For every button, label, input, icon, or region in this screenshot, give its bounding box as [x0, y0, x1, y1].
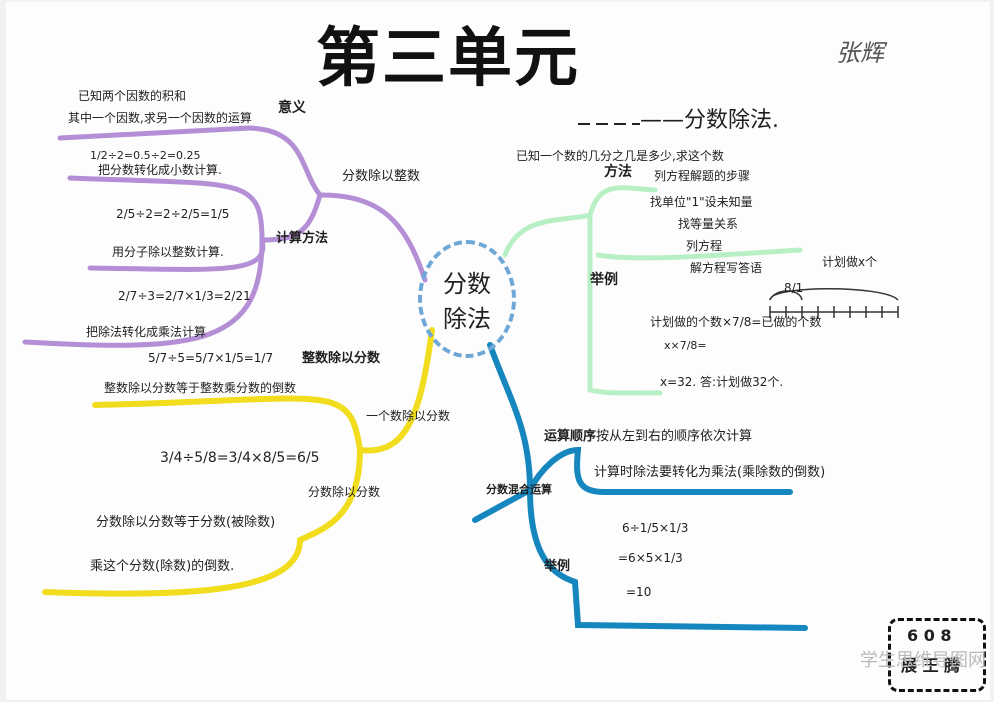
frac-div-label: 分数除以分数 — [308, 485, 381, 499]
yellow-example: 3/4÷5/8=3/4×8/5=6/5 — [160, 450, 320, 466]
calc-example-2: 2/5÷2=2÷2/5=1/5 — [116, 207, 230, 221]
stamp-top: 6 0 8 — [907, 626, 952, 645]
bar-part-label: 8/1 — [784, 281, 804, 295]
meaning-text-1: 已知两个因数的积和 — [78, 89, 187, 103]
method-step-1: 列方程解题的步骤 — [654, 169, 751, 183]
method-line — [587, 185, 658, 218]
page-title: 第三单元 — [316, 21, 580, 96]
frac-div-line — [42, 447, 363, 597]
example-equation-1: 计划做的个数×7/8=已做的个数 — [650, 315, 822, 329]
brace-total — [769, 288, 899, 301]
calc-example-4: 5/7÷5=5/7×1/5=1/7 — [148, 351, 274, 365]
frac-div-text-2: 乘这个分数(除数)的倒数. — [90, 559, 235, 574]
int-div-label: 整数除以分数 — [302, 351, 381, 366]
calc-line-1 — [67, 175, 265, 243]
center-line-2: 除法 — [443, 305, 491, 333]
order-text-2: 计算时除法要转化为乘法(乘除数的倒数) — [594, 465, 826, 480]
signature: 张辉 — [836, 39, 884, 67]
yellow-branch — [42, 327, 435, 597]
calc-note-3: 把除法转化成乘法计算 — [86, 325, 207, 339]
purple-branch — [22, 125, 428, 348]
paper — [6, 2, 990, 700]
brace-part — [769, 290, 803, 301]
blue-example-line-1: 6÷1/5×1/3 — [622, 521, 689, 535]
page-subtitle: ——分数除法. — [640, 108, 779, 133]
calc-line-3 — [22, 237, 265, 348]
center-line-1: 分数 — [443, 270, 491, 298]
method-step-2: 找单位"1"设未知量 — [650, 195, 753, 209]
calc-example-3: 2/7÷3=2/7×1/3=2/21 — [118, 289, 251, 303]
frac-div-text-1: 分数除以分数等于分数(被除数) — [96, 515, 276, 530]
stamp-bottom: 展 王 腾 — [901, 656, 961, 675]
method-step-4: 列方程 — [686, 239, 723, 253]
calc-note-1: 把分数转化成小数计算. — [98, 163, 222, 177]
bar-total-label: 计划做x个 — [822, 255, 878, 269]
calc-note-2: 用分子除以整数计算. — [112, 245, 224, 259]
order-text-1: 按从左到右的顺序依次计算 — [596, 429, 753, 444]
calc-label: 计算方法 — [276, 231, 329, 246]
meaning-line — [57, 125, 323, 198]
method-label: 方法 — [604, 164, 632, 180]
blue-branch — [472, 342, 808, 631]
left-branch-label: 分数除以整数 — [342, 169, 421, 184]
blue-branch-label: 分数混合运算 — [486, 483, 552, 496]
int-div-line — [92, 395, 363, 453]
green-branch — [502, 185, 803, 396]
blue-example-line-2: =6×5×1/3 — [618, 551, 683, 565]
order-label: 运算顺序 — [544, 429, 597, 444]
answer-line — [595, 247, 803, 261]
bar-model — [769, 288, 899, 318]
meaning-label: 意义 — [278, 100, 306, 116]
example-answer: x=32. 答:计划做32个. — [660, 375, 784, 389]
right-topic: 已知一个数的几分之几是多少,求这个数 — [516, 149, 724, 163]
example-equation-2: x×7/8= — [664, 339, 707, 352]
order-line — [527, 446, 793, 495]
stamp: 6 0 8 展 王 腾 — [888, 618, 986, 692]
blue-example-label: 举例 — [544, 559, 571, 574]
calc-example-1: 1/2÷2=0.5÷2=0.25 — [90, 149, 201, 162]
meaning-text-2: 其中一个因数,求另一个因数的运算 — [68, 111, 252, 125]
example-label: 举例 — [590, 272, 618, 288]
blue-example-line-3: =10 — [626, 585, 652, 599]
example-line-blue — [527, 487, 808, 631]
yellow-branch-label: 一个数除以分数 — [366, 409, 451, 423]
center-node: 分数 除法 — [418, 240, 516, 358]
watermark: 学生思维导图网 — [860, 650, 986, 671]
method-step-5: 解方程写答语 — [690, 261, 763, 275]
int-div-text: 整数除以分数等于整数乘分数的倒数 — [104, 381, 297, 395]
method-step-3: 找等量关系 — [678, 217, 739, 231]
example-line — [587, 212, 663, 396]
